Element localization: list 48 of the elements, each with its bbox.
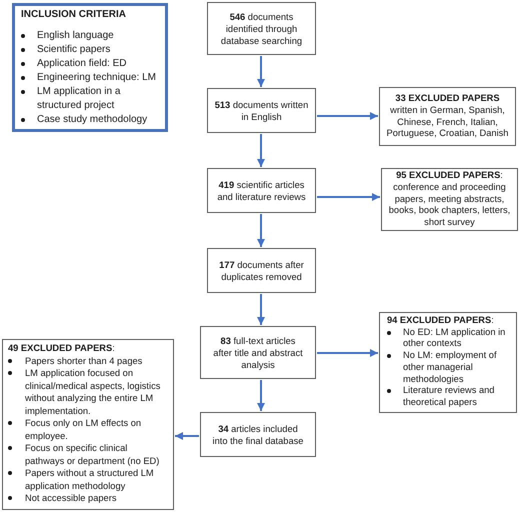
exclusion-box [2,339,174,510]
list-item-text: Papers shorter than 4 pages [25,354,144,367]
list-item-text: No LM: employment of other managerial methodologies [403,350,498,386]
exclusion-box [381,168,518,231]
list-item-text: Application field: ED [37,57,128,71]
box-heading: 94 EXCLUDED PAPERS: [387,315,495,327]
list-item-text: Literature reviews and theoretical papers [403,385,496,409]
list-item-text: LM application in a structured project [37,85,122,113]
box-heading: INCLUSION CRITERIA [21,8,127,22]
list-item-text: LM application focused on clinical/medical aspects, logistics without analyzing the entire LM implementation. [25,367,162,417]
list-item-text: No ED: LM application in other contexts [403,326,506,350]
list-item-text: Scientific papers [37,43,112,57]
list-item-text: Focus on specific clinical pathways or department (no ED) [25,442,160,467]
criteria-box [12,3,168,132]
arrow [257,134,265,167]
arrow [317,349,378,357]
arrow [257,214,265,247]
box-text: 34 articles included into the final database [212,422,304,446]
arrow [257,56,265,87]
list-item-text: Papers without a structured LM application methodology [25,467,155,492]
arrow [317,112,378,120]
list-item-text: Not accessible papers [25,492,118,504]
exclusion-box [379,312,517,413]
box-text: written in German, Spanish, Chinese, French, Italian, Portuguese, Croatian, Danish [386,104,510,140]
box-text: 513 documents written in English [214,98,310,122]
box-heading: 95 EXCLUDED PAPERS: [395,170,504,182]
box-text: 83 full-text articles after title and abstract analysis [212,334,304,370]
process-box [207,88,316,133]
box-heading: 33 EXCLUDED PAPERS [394,92,501,105]
box-text: 177 documents after duplicates removed [218,258,305,282]
box-heading: 49 EXCLUDED PAPERS: [8,342,116,354]
box-text: conference and proceeding papers, meeting abstracts, books, book chapters, letters, short survey [388,182,512,229]
list-item-text: Case study methodology [37,113,148,127]
list-item-text: Focus only on LM effects on employee. [25,417,142,442]
exclusion-box [379,87,516,146]
arrow [257,294,265,325]
process-box [207,248,316,293]
list-item-text: English language [37,29,115,43]
arrow [175,432,199,440]
arrow [257,380,265,411]
arrow [317,193,380,201]
list-item-text: Engineering technique: LM [37,71,157,85]
process-box [207,168,316,213]
box-text: 419 scientific articles and literature reviews [216,178,307,202]
process-box [207,2,316,55]
process-box [200,326,316,379]
process-box [200,412,316,457]
box-text: 546 documents identified through database searching [220,10,304,46]
